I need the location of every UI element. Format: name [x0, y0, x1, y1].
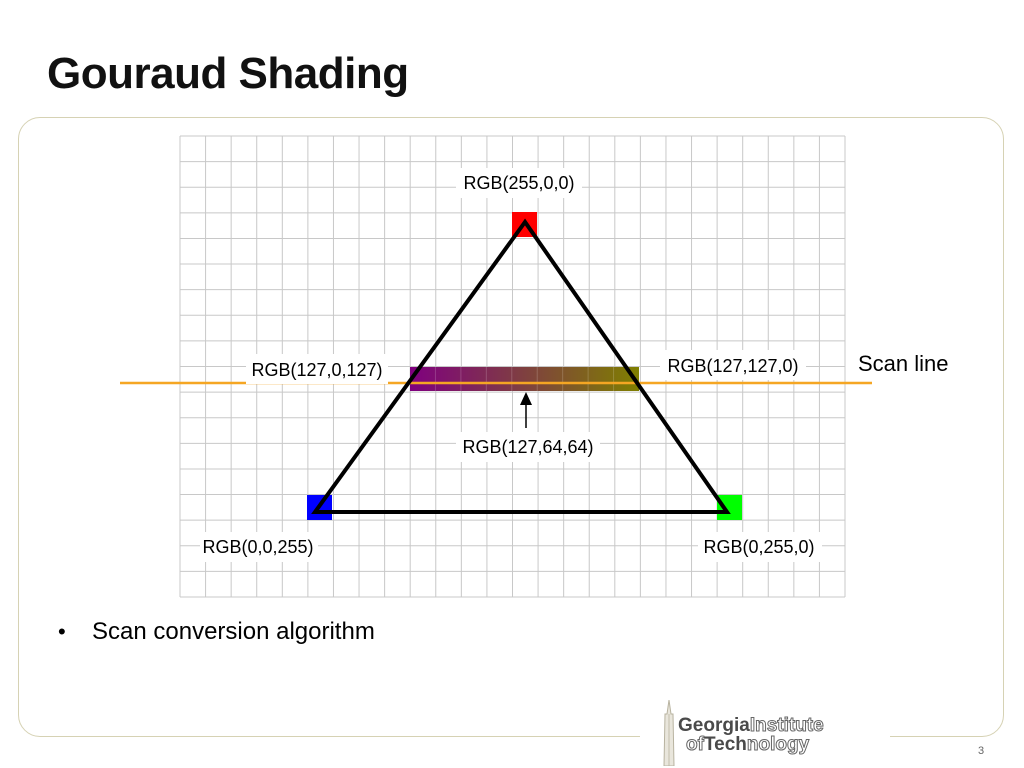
- slide-title: Gouraud Shading: [47, 49, 409, 98]
- top-vertex-label: RGB(255,0,0): [463, 173, 574, 193]
- page-number: 3: [978, 745, 985, 757]
- right-vertex-label: RGB(0,255,0): [703, 537, 814, 557]
- georgia-tech-logo: GeorgiaInstitute ofTechnology: [640, 698, 890, 768]
- triangle-outline: [311, 218, 731, 514]
- midpoint-label-bg: [456, 432, 600, 462]
- logo-tech: Tech: [703, 734, 747, 755]
- midpoint-arrow-head: [520, 392, 532, 405]
- pixel-grid: [179, 135, 846, 598]
- logo-nology: nology: [746, 734, 810, 755]
- scan-line-label: Scan line: [858, 351, 949, 376]
- left-vertex-label-bg: [200, 532, 318, 562]
- left-intersection-label: RGB(127,0,127): [251, 360, 382, 380]
- logo-of: of: [686, 734, 705, 755]
- logo-georgia: Georgia: [678, 715, 750, 736]
- content-frame: [18, 117, 1004, 737]
- logo-line-2: ofTechnology: [686, 734, 810, 755]
- logo-line-1: GeorgiaInstitute: [678, 715, 824, 736]
- interpolated-scan-segment: [410, 367, 639, 391]
- bullet-text: Scan conversion algorithm: [92, 618, 375, 645]
- right-intersection-label: RGB(127,127,0): [667, 356, 798, 376]
- logo-institute: Institute: [749, 715, 824, 736]
- right-vertex-pixel: [717, 495, 742, 520]
- left-vertex-label: RGB(0,0,255): [202, 537, 313, 557]
- left-intersection-label-bg: [246, 354, 388, 384]
- midpoint-label: RGB(127,64,64): [462, 437, 593, 457]
- top-label-bg: [456, 168, 582, 198]
- scan-segment-cells: [434, 367, 615, 391]
- tech-tower-spire-icon: [663, 700, 675, 766]
- bullet-item: • Scan conversion algorithm: [58, 618, 375, 646]
- right-vertex-label-bg: [698, 532, 822, 562]
- right-intersection-label-bg: [660, 350, 806, 380]
- bullet-dot-icon: •: [58, 619, 66, 644]
